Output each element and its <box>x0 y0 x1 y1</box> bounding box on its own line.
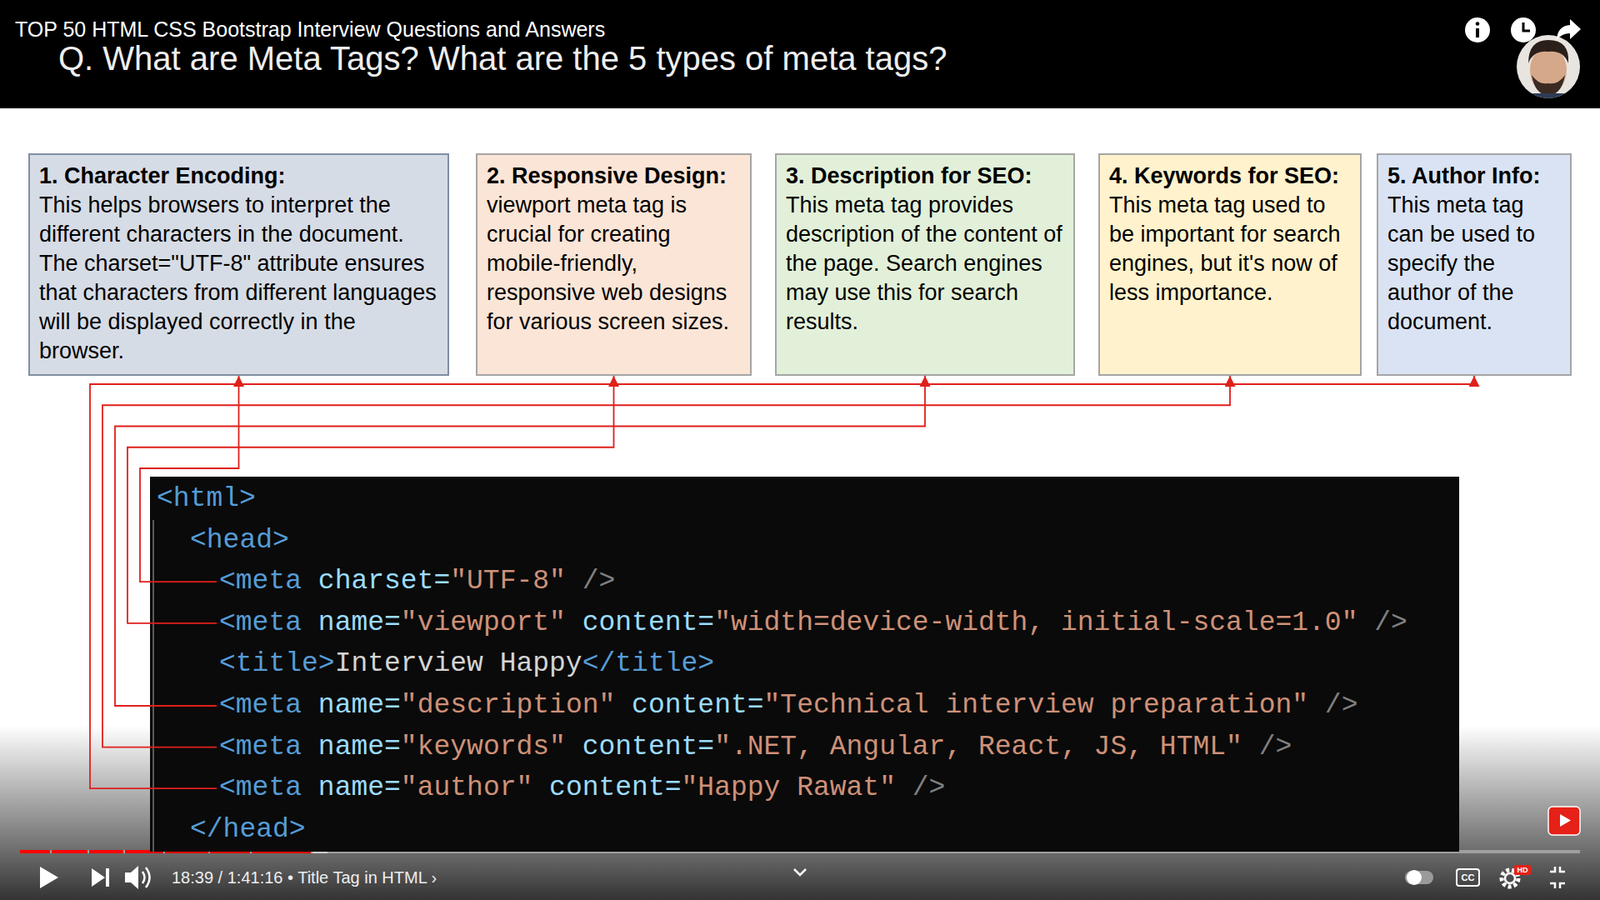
box-heading: 5. Author Info: <box>1387 161 1561 191</box>
connector-arrow <box>127 375 615 624</box>
info-box: 4. Keywords for SEO:This meta tag used t… <box>1098 153 1362 376</box>
info-box: 1. Character Encoding:This helps browser… <box>28 153 450 376</box>
autoplay-track <box>1405 870 1434 885</box>
time-chapter: 18:39 / 1:41:16 • Title Tag in HTML › <box>171 867 437 888</box>
box-heading: 1. Character Encoding: <box>39 161 439 191</box>
progress-chapter <box>89 850 124 854</box>
box-heading: 2. Responsive Design: <box>486 161 741 191</box>
progress-chapter <box>51 850 88 854</box>
code-token: "width=device-width, initial-scale=1.0" <box>714 607 1358 639</box>
clock-face <box>1510 17 1536 43</box>
fullscreen-exit-icon <box>1550 866 1565 889</box>
code-line: <meta name="description" content="Technica… <box>219 687 1358 725</box>
info-box: 5. Author Info:This meta tag can be used… <box>1376 153 1572 376</box>
code-token: "Technical interview preparation" <box>764 690 1310 721</box>
code-token: charset= <box>318 565 450 597</box>
hd-badge <box>1514 865 1531 875</box>
connector-arrow <box>102 375 1230 748</box>
title-bar <box>0 0 1600 109</box>
subscribe-button <box>1548 806 1580 835</box>
code-token: <title> <box>219 648 335 680</box>
code-token: /> <box>582 565 616 597</box>
code-line: <title>Interview Happy</title> <box>219 645 715 683</box>
share-icon <box>1556 19 1581 40</box>
code-token: content= <box>549 772 681 804</box>
code-token: <meta <box>219 731 302 763</box>
code-token: "UTF-8" <box>450 565 566 597</box>
avatar-shirt <box>1523 93 1574 102</box>
code-token: name= <box>318 690 401 721</box>
volume-speaker <box>125 865 139 890</box>
code-token: /> <box>1374 607 1408 639</box>
code-tag: <html> <box>156 480 256 518</box>
code-token: <meta <box>219 690 302 721</box>
connector-arrow <box>140 375 240 582</box>
box-heading: 4. Keywords for SEO: <box>1109 161 1351 191</box>
gear-ring <box>1505 873 1515 884</box>
avatar-hair <box>1528 40 1569 64</box>
info-box: 2. Responsive Design:viewport meta tag i… <box>475 153 752 376</box>
code-token: content= <box>582 731 715 763</box>
clock-hands <box>1523 22 1530 31</box>
play-icon <box>40 866 59 889</box>
code-token: <meta <box>219 565 302 597</box>
code-block: <html> <head> </head> <meta charset="UTF-8" /… <box>150 476 1460 852</box>
code-token: content= <box>582 607 715 639</box>
code-token: name= <box>318 731 401 763</box>
avatar-ground <box>1515 33 1582 100</box>
info-dot <box>1475 21 1480 26</box>
code-token: content= <box>631 690 764 721</box>
connector-arrow <box>115 375 925 706</box>
cc-icon <box>1456 869 1480 886</box>
code-tag: </head> <box>190 811 306 849</box>
code-token: </title> <box>582 648 715 680</box>
info-icon <box>1465 17 1490 43</box>
code-token: "viewport" <box>400 607 566 639</box>
box-body: viewport meta tag is crucial for creatin… <box>486 190 741 337</box>
code-token: name= <box>318 607 401 639</box>
chevron-icon <box>794 869 806 875</box>
code-line: <meta charset="UTF-8" /> <box>219 563 615 600</box>
video-title: TOP 50 HTML CSS Bootstrap Interview Ques… <box>15 16 605 42</box>
info-stem <box>1475 28 1480 38</box>
code-line: <meta name="author" content="Happy Rawat" /… <box>219 770 945 807</box>
info-box: 3. Description for SEO:This meta tag pro… <box>775 153 1075 376</box>
box-body: This meta tag used to be important for s… <box>1109 190 1351 308</box>
code-token: /> <box>1259 731 1293 763</box>
code-token: /> <box>1325 690 1359 721</box>
slide-question: Q. What are Meta Tags? What are the 5 ty… <box>58 38 947 79</box>
code-token: name= <box>318 772 401 804</box>
avatar-beard <box>1531 75 1565 95</box>
indent-guide <box>152 520 155 852</box>
code-token: Interview Happy <box>335 648 583 680</box>
subscribe-play <box>1560 814 1571 827</box>
code-line: <meta name="viewport" content="width=devic… <box>219 605 1408 642</box>
connector-arrow <box>90 375 1475 789</box>
code-token: /> <box>912 772 946 804</box>
code-line: <meta name="keywords" content=".NET, Angul… <box>219 729 1292 766</box>
avatar <box>1515 33 1582 102</box>
info-circle <box>1465 17 1490 43</box>
box-body: This helps browsers to interpret the dif… <box>39 190 439 366</box>
box-body: This meta tag provides description of th… <box>785 190 1065 337</box>
code-token: "keywords" <box>400 731 566 763</box>
box-heading: 3. Description for SEO: <box>785 161 1065 191</box>
next-icon <box>91 868 110 887</box>
code-token: ".NET, Angular, React, JS, HTML" <box>714 731 1243 763</box>
code-token: "Happy Rawat" <box>681 772 896 804</box>
autoplay-knob <box>1406 870 1422 885</box>
code-token: "author" <box>400 772 533 804</box>
volume-waves <box>142 867 150 888</box>
hd-text: HD <box>1514 865 1531 875</box>
code-token: <meta <box>219 772 302 804</box>
code-token: "description" <box>400 690 615 721</box>
cc-text: CC <box>1456 869 1480 886</box>
code-token: <meta <box>219 607 302 639</box>
clock-icon <box>1510 17 1536 43</box>
code-tag: <head> <box>190 522 290 560</box>
progress-chapter <box>20 850 50 854</box>
box-body: This meta tag can be used to specify the… <box>1387 190 1561 337</box>
